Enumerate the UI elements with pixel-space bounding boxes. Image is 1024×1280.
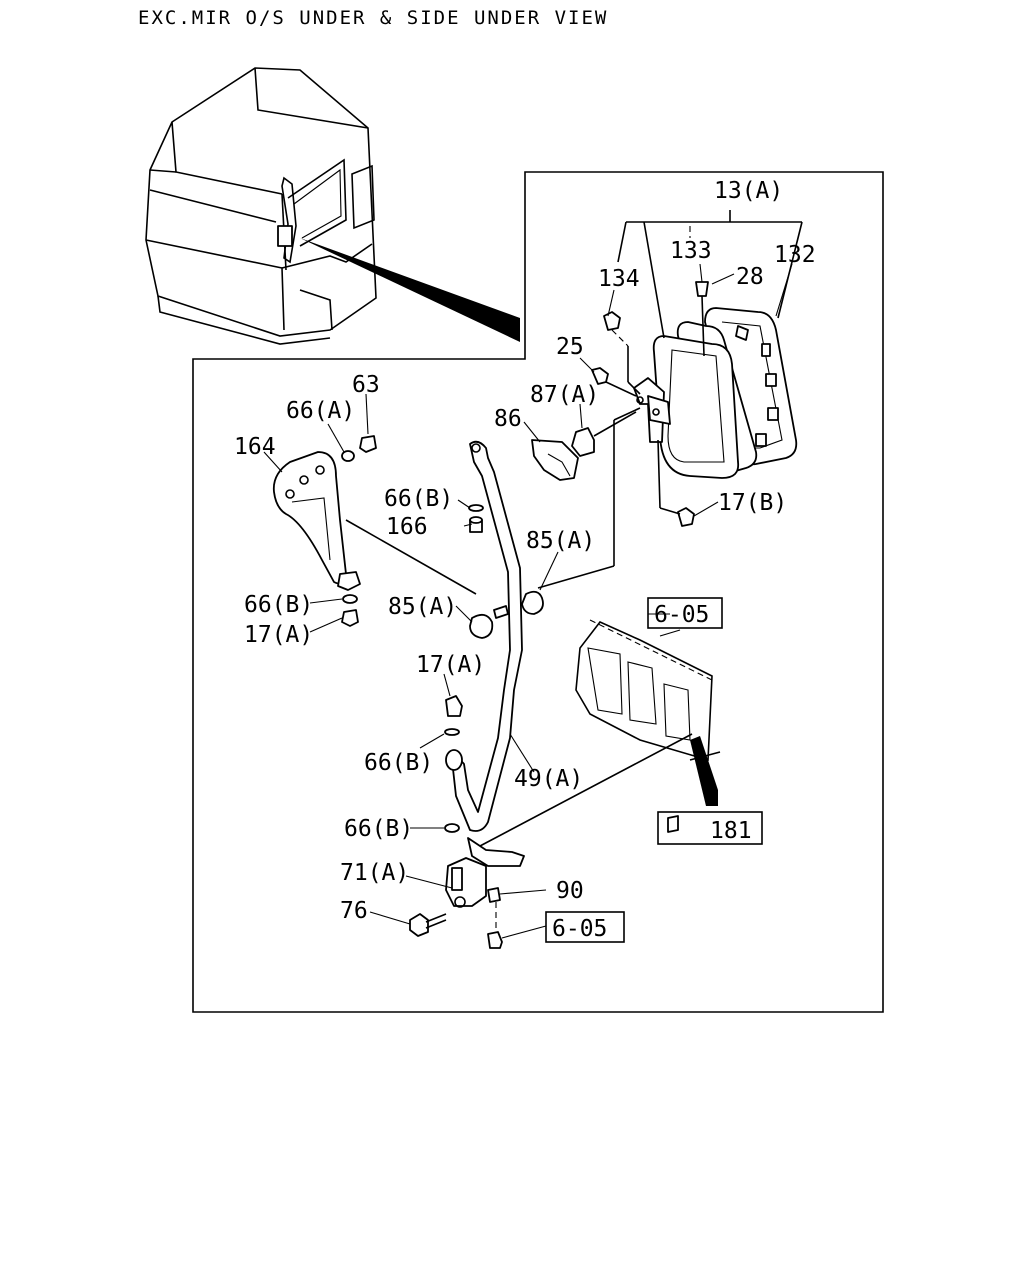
callout-71a[interactable]: 71(A) [340,860,409,886]
leader-lines [263,263,793,939]
callout-63[interactable]: 63 [352,372,380,398]
callout-6-05-lower[interactable]: 6-05 [552,916,607,942]
ref-box-6-05-lower[interactable] [545,911,625,943]
callout-66b-lower[interactable]: 66(B) [344,816,413,842]
mirror-clip [531,411,637,481]
callout-132[interactable]: 132 [774,242,816,268]
callout-17b[interactable]: 17(B) [718,490,787,516]
body-panel-detail [479,619,721,847]
callout-13a[interactable]: 13(A) [714,178,783,204]
ref-box-181[interactable] [657,811,763,845]
truck-cab-overview [145,67,377,345]
callout-85a-right[interactable]: 85(A) [526,528,595,554]
callout-86[interactable]: 86 [494,406,522,432]
label-plate [667,815,679,833]
callout-134[interactable]: 134 [598,266,640,292]
callout-28[interactable]: 28 [736,264,764,290]
diagram-title: EXC.MIR O/S UNDER & SIDE UNDER VIEW [138,7,608,29]
callout-181[interactable]: 181 [710,818,752,844]
callout-66b-left[interactable]: 66(B) [244,592,313,618]
callout-90[interactable]: 90 [556,878,584,904]
callout-85a-left[interactable]: 85(A) [388,594,457,620]
callout-6-05-upper[interactable]: 6-05 [654,602,709,628]
detail-frame [192,171,884,1013]
ref-box-6-05-upper[interactable] [647,597,723,629]
callout-76[interactable]: 76 [340,898,368,924]
callout-25[interactable]: 25 [556,334,584,360]
callout-49a[interactable]: 49(A) [514,766,583,792]
callout-133[interactable]: 133 [670,238,712,264]
callout-66b-upper[interactable]: 66(B) [384,486,453,512]
callout-164[interactable]: 164 [234,434,276,460]
mirror-assembly [591,210,803,527]
mirror-stay [345,407,641,833]
zoom-indicator [300,238,520,342]
lower-bracket [409,837,525,949]
callout-166[interactable]: 166 [386,514,428,540]
callout-17a-center[interactable]: 17(A) [416,652,485,678]
callout-87a[interactable]: 87(A) [530,382,599,408]
upper-bracket [272,435,377,627]
callout-66a[interactable]: 66(A) [286,398,355,424]
callout-66b-center[interactable]: 66(B) [364,750,433,776]
callout-17a-left[interactable]: 17(A) [244,622,313,648]
